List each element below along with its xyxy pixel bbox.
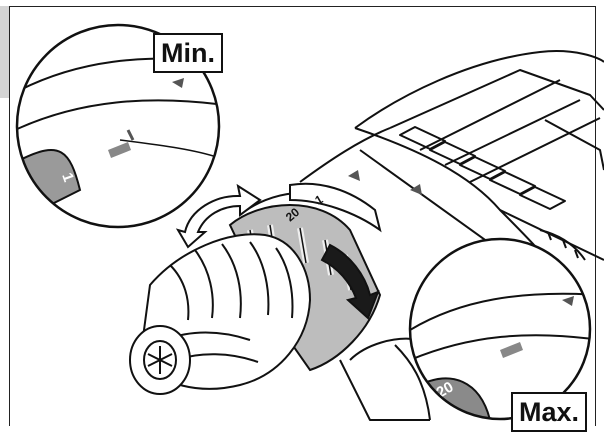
max-label: Max.: [511, 392, 588, 432]
page-edge-tab: [0, 6, 9, 98]
min-inset-border: [15, 23, 221, 229]
max-inset-border: [408, 237, 592, 421]
drill-chuck: [129, 233, 312, 395]
min-label: Min.: [153, 33, 223, 73]
body-markers: [348, 170, 422, 195]
drill-body: [299, 50, 604, 421]
rotation-arrows: [175, 183, 380, 320]
figure-frame: [9, 6, 596, 426]
